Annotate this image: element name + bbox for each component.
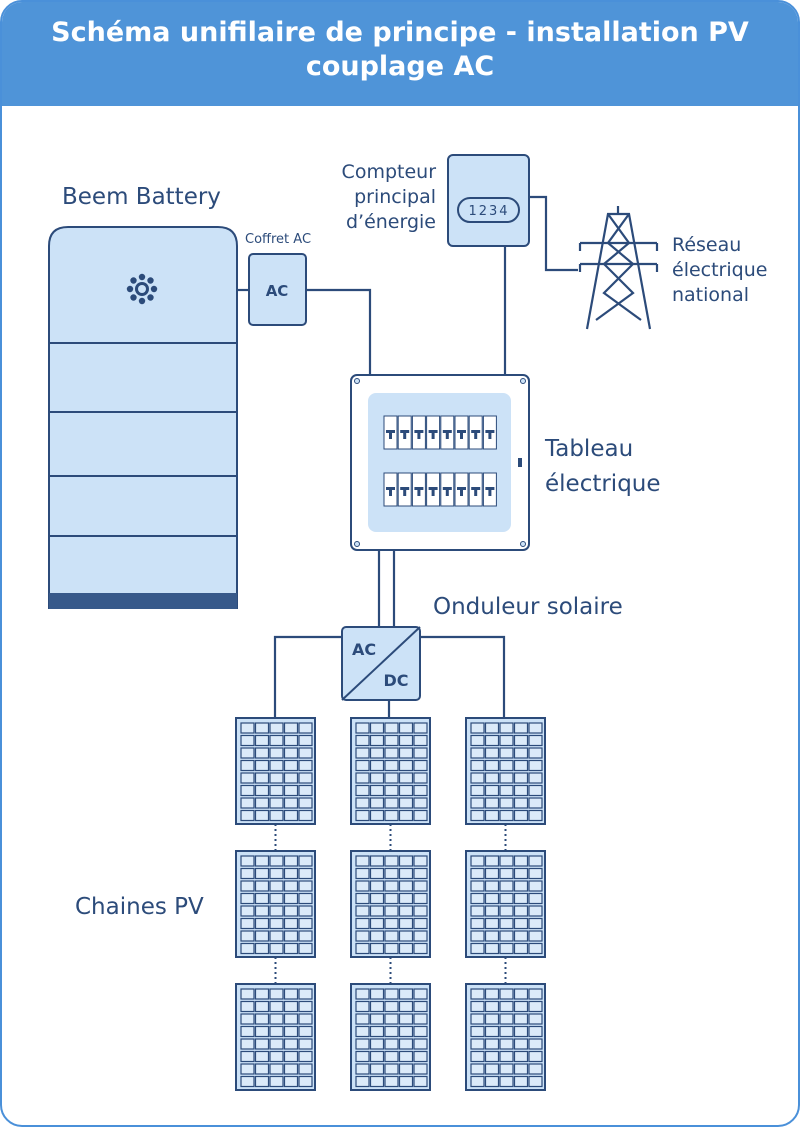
meter-label: Compteur principal d’énergie <box>300 160 436 235</box>
solar-panel-icon <box>465 717 546 825</box>
meter-label-line-1: Compteur <box>341 161 436 183</box>
inverter-label: Onduleur solaire <box>433 594 623 620</box>
breaker-icon <box>440 472 455 507</box>
wire-meter-grid <box>529 195 578 272</box>
breaker-icon <box>397 415 412 450</box>
inverter-ac-text: AC <box>352 640 376 659</box>
battery <box>48 226 238 609</box>
breaker-icon <box>426 472 441 507</box>
breaker-icon <box>411 472 426 507</box>
breaker-icon <box>482 472 497 507</box>
breaker-icon <box>383 415 398 450</box>
panel-label-line-1: Tableau <box>545 436 634 462</box>
coffret-label: Coffret AC <box>245 232 312 247</box>
header: Schéma unifilaire de principe - installa… <box>2 2 798 106</box>
solar-panel-icon <box>235 850 316 958</box>
wire-inverter-string-3 <box>420 635 506 718</box>
wires <box>238 195 578 718</box>
breaker-icon <box>397 472 412 507</box>
pv-strings <box>235 717 546 1091</box>
coffret-ac-box: AC <box>248 253 307 326</box>
wire-coffret-panel <box>306 288 372 376</box>
meter-label-line-3: d’énergie <box>345 211 436 233</box>
solar-panel-icon <box>235 983 316 1091</box>
breaker-icon <box>454 472 469 507</box>
grid-label-line-1: Réseau <box>672 234 742 256</box>
solar-panel-icon <box>235 717 316 825</box>
meter-icon: 1234 <box>447 154 530 247</box>
solar-panel-icon <box>465 850 546 958</box>
grid-label: Réseau électrique national <box>672 233 767 308</box>
sun-icon <box>126 273 158 305</box>
panel-label-line-2: électrique <box>545 471 661 497</box>
solar-panel-icon <box>350 983 431 1091</box>
title-line-1: Schéma unifilaire de principe - installa… <box>51 17 749 48</box>
breaker-icon <box>383 472 398 507</box>
grid-label-line-2: électrique <box>672 259 768 281</box>
breaker-icon <box>468 472 483 507</box>
breaker-icon <box>482 415 497 450</box>
breaker-rows <box>383 415 497 507</box>
pv-label: Chaines PV <box>75 894 204 920</box>
coffret-ac-text: AC <box>266 282 289 300</box>
solar-panel-icon <box>350 717 431 825</box>
wire-inverter-string-1 <box>273 635 342 718</box>
pylon-icon <box>578 206 659 330</box>
meter-label-line-2: principal <box>354 186 436 208</box>
breaker-icon <box>454 415 469 450</box>
solar-panel-icon <box>350 850 431 958</box>
grid-label-line-3: national <box>672 284 750 306</box>
inverter-icon: AC DC <box>341 626 421 701</box>
inverter-dc-text: DC <box>383 671 408 690</box>
battery-label: Beem Battery <box>62 184 221 210</box>
breaker-icon <box>411 415 426 450</box>
panel-label: Tableau électrique <box>545 432 661 502</box>
meter-display: 1234 <box>468 204 509 219</box>
breaker-icon <box>426 415 441 450</box>
electrical-panel <box>350 374 530 551</box>
title-line-2: couplage AC <box>305 51 495 82</box>
solar-panel-icon <box>465 983 546 1091</box>
breaker-icon <box>468 415 483 450</box>
breaker-icon <box>440 415 455 450</box>
